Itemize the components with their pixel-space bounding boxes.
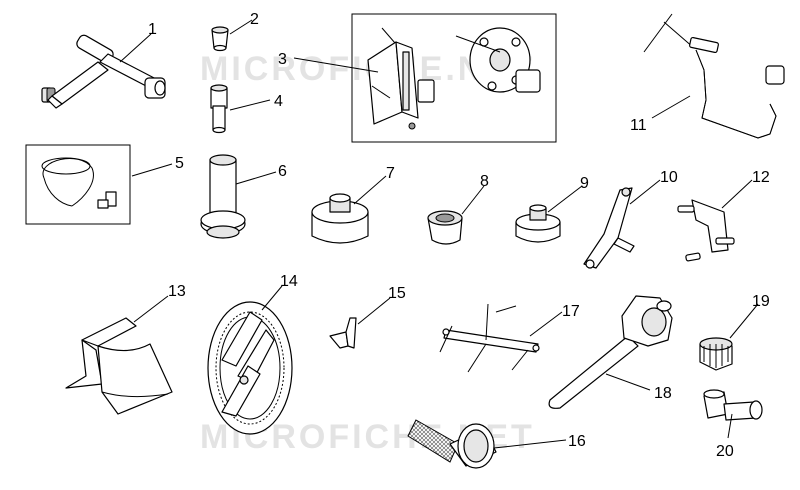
callout-15: 15 — [388, 285, 406, 302]
part-9-adapter[interactable] — [515, 204, 561, 243]
part-13-support-plate[interactable] — [65, 317, 173, 415]
callout-11: 11 — [630, 117, 647, 134]
callout-8: 8 — [480, 173, 489, 190]
part-6-sleeve[interactable] — [200, 154, 246, 239]
callout-13: 13 — [168, 283, 186, 300]
part-5-clamp-band[interactable] — [41, 157, 117, 209]
part-18-pin-spanner[interactable] — [548, 295, 673, 409]
part-12-bracket[interactable] — [677, 199, 735, 262]
part-4-pin[interactable] — [210, 84, 228, 134]
callout-9: 9 — [580, 175, 589, 192]
part-11-c-clamp[interactable] — [643, 13, 785, 139]
callout-6: 6 — [278, 163, 287, 180]
part-2-cap[interactable] — [211, 26, 229, 52]
part-7-bushing[interactable] — [311, 193, 369, 244]
callout-12: 12 — [752, 169, 770, 186]
part-1-crank-tool[interactable] — [41, 33, 166, 109]
part-3-puller-set[interactable] — [367, 27, 541, 130]
callout-3: 3 — [278, 51, 287, 68]
callout-14: 14 — [280, 273, 298, 290]
callout-19: 19 — [752, 293, 770, 310]
callout-2: 2 — [250, 11, 259, 28]
callout-5: 5 — [175, 155, 184, 172]
callout-10: 10 — [660, 169, 678, 186]
part-20-spindle[interactable] — [703, 389, 763, 421]
callout-4: 4 — [274, 93, 283, 110]
part-15-small-bracket[interactable] — [329, 317, 357, 349]
callout-17: 17 — [562, 303, 580, 320]
part-5-frame — [25, 144, 131, 225]
part-16-knurled-tool[interactable] — [407, 419, 497, 469]
part-14-degree-wheel[interactable] — [207, 301, 293, 435]
part-17-multi-pin-tool[interactable] — [439, 303, 540, 373]
part-10-locking-arm[interactable] — [583, 187, 635, 269]
part-19-gear[interactable] — [699, 337, 733, 371]
callout-18: 18 — [654, 385, 672, 402]
leader-lines — [119, 19, 759, 449]
callout-1: 1 — [148, 21, 157, 38]
callout-7: 7 — [386, 165, 395, 182]
callout-20: 20 — [716, 443, 734, 460]
part-3-frame — [351, 13, 557, 143]
part-8-small-bushing[interactable] — [427, 210, 463, 245]
callout-16: 16 — [568, 433, 586, 450]
part-callouts: 1 2 3 4 5 6 7 8 9 10 11 12 13 14 15 16 1… — [148, 11, 770, 460]
